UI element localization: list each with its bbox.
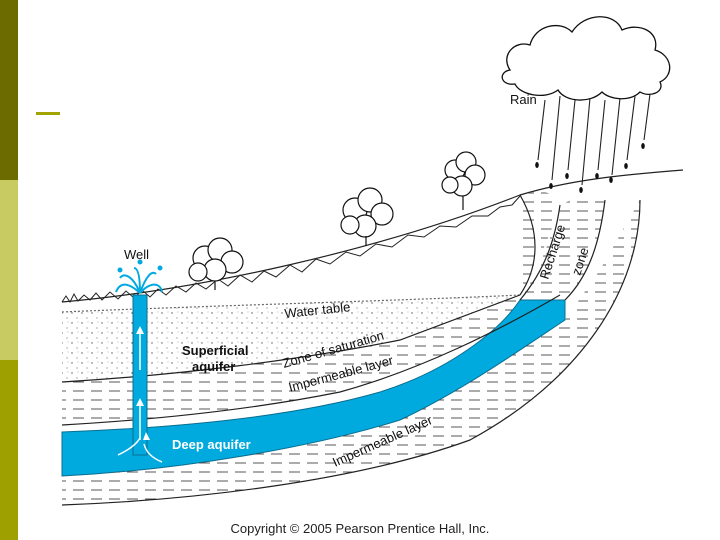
slide-accent-bar: [0, 0, 18, 540]
superficial-aquifer-label-line2: aquifer: [192, 359, 235, 374]
lower-impermeable-layer: [62, 200, 640, 505]
title-dash: [36, 112, 60, 115]
superficial-aquifer-label-line1: Superficial: [182, 343, 248, 358]
copyright-notice: Copyright © 2005 Pearson Prentice Hall, …: [230, 521, 490, 536]
strata-boundaries: [61, 169, 684, 506]
bushes: [188, 151, 486, 290]
deep-aquifer-label: Deep aquifer: [172, 437, 251, 452]
accent-bar-olive: [0, 360, 18, 540]
water-table-label: Water table: [284, 299, 351, 321]
rain-cloud: [501, 16, 671, 101]
upper-impermeable-layer: [62, 295, 560, 425]
bush-right: [441, 151, 486, 210]
bush-middle: [340, 187, 394, 246]
well-spray: [115, 259, 163, 294]
rain-drops: [535, 143, 645, 193]
rain-label: Rain: [510, 92, 537, 107]
bush-left: [188, 237, 244, 290]
accent-bar-dark: [0, 0, 18, 180]
recharge-zone-upper-band: [501, 192, 560, 299]
superficial-aquifer-band: [62, 295, 520, 382]
rain-streaks: [537, 93, 651, 186]
well-label: Well: [124, 247, 149, 262]
well-pipe: [117, 294, 163, 463]
accent-bar-light: [0, 180, 18, 360]
grass-line: [61, 195, 521, 303]
